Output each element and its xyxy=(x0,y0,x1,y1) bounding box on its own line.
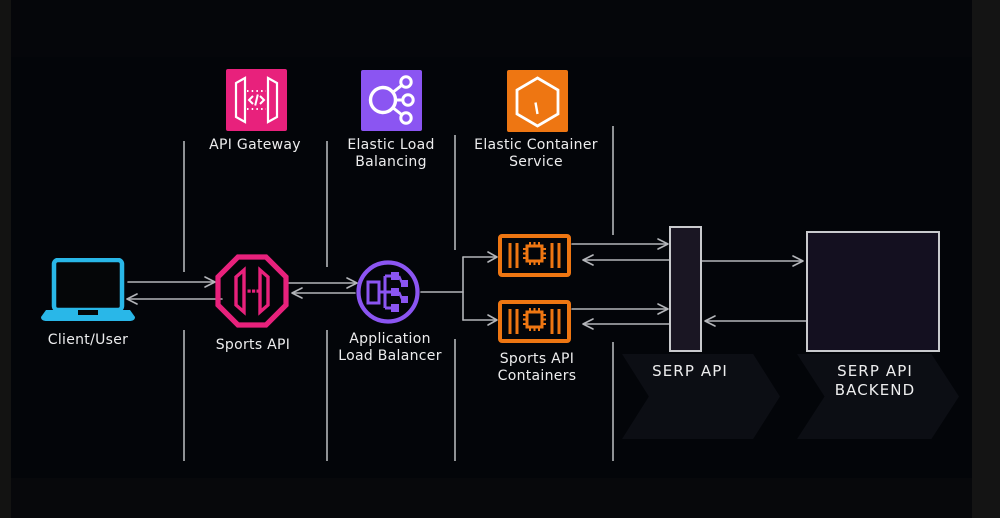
client-user-label: Client/User xyxy=(47,332,129,348)
lane-divider xyxy=(326,330,328,461)
serp-api-box xyxy=(669,226,702,352)
lane-divider xyxy=(326,141,328,267)
application-load-balancer-icon xyxy=(356,260,420,324)
serp-api-backend-label: SERP API BACKEND xyxy=(834,362,916,399)
application-load-balancer-label: Application Load Balancer xyxy=(338,331,442,364)
background-bottom-band xyxy=(0,478,1000,518)
laptop-icon xyxy=(41,258,135,321)
container-icon xyxy=(498,234,571,277)
left-edge-strip xyxy=(0,0,11,518)
sports-api-label: Sports API xyxy=(215,337,291,353)
right-edge-strip xyxy=(972,0,1000,518)
serp-api-label: SERP API xyxy=(652,362,728,380)
api-gateway-label: API Gateway xyxy=(209,137,301,153)
elastic-container-service-label: Elastic Container Service xyxy=(474,137,598,170)
api-gateway-icon xyxy=(226,69,287,131)
lane-divider xyxy=(612,126,614,235)
elastic-load-balancing-icon xyxy=(361,70,422,131)
sports-api-containers-label: Sports API Containers xyxy=(497,351,577,384)
elastic-load-balancing-label: Elastic Load Balancing xyxy=(347,137,435,170)
lane-divider xyxy=(183,141,185,272)
lane-divider xyxy=(183,330,185,461)
elastic-container-service-icon xyxy=(507,70,568,132)
sports-api-octagon-icon xyxy=(215,254,289,328)
serp-api-backend-box xyxy=(806,231,940,352)
lane-divider xyxy=(612,342,614,461)
lane-divider xyxy=(454,135,456,250)
lane-divider xyxy=(454,339,456,461)
container-icon xyxy=(498,300,571,343)
background-top-band xyxy=(0,0,1000,57)
